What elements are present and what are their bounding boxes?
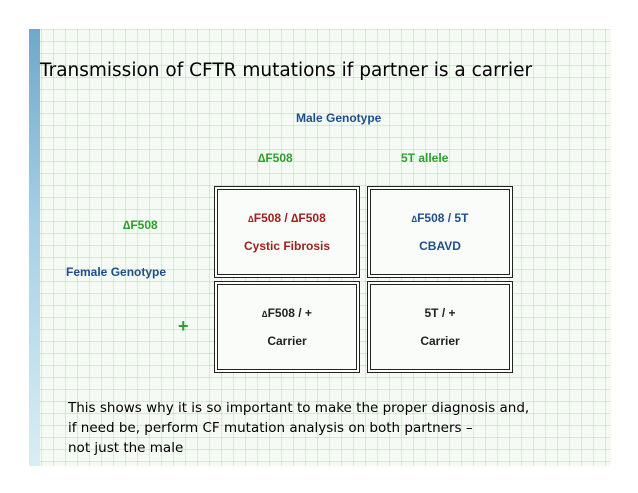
footer-note: This shows why it is so important to mak… xyxy=(68,398,608,458)
cell-genotype-text: F508 / 5T xyxy=(417,211,469,225)
female-genotype-label: Female Genotype xyxy=(66,265,167,279)
slide-title: Transmission of CFTR mutations if partne… xyxy=(40,60,533,81)
delta-symbol: ∆ xyxy=(248,214,254,224)
punnett-cell-5t-plus: 5T / + Carrier xyxy=(367,281,513,373)
footer-line: This shows why it is so important to mak… xyxy=(68,400,530,416)
delta-symbol: ∆ xyxy=(123,218,131,232)
cell-genotype: ∆F508 / 5T xyxy=(368,211,512,225)
column-header-label: F508 xyxy=(265,151,293,165)
cell-phenotype: CBAVD xyxy=(419,239,461,253)
cell-genotype: ∆F508 / ∆F508 xyxy=(215,211,359,225)
male-genotype-label: Male Genotype xyxy=(296,111,382,125)
delta-symbol: ∆ xyxy=(262,309,268,319)
cell-genotype-text: F508 / ∆F508 xyxy=(253,211,326,225)
punnett-cell-f508-5t: ∆F508 / 5T CBAVD xyxy=(367,186,513,278)
cell-genotype-text: F508 / + xyxy=(267,306,312,320)
cell-genotype: 5T / + xyxy=(424,306,456,320)
slide-accent-strip xyxy=(29,29,40,466)
row-header-f508: ∆F508 xyxy=(123,218,158,232)
column-header-f508: ∆F508 xyxy=(258,151,293,165)
cell-phenotype: Cystic Fibrosis xyxy=(243,239,331,253)
footer-line: if need be, perform CF mutation analysis… xyxy=(68,420,473,436)
cell-genotype: ∆F508 / + xyxy=(215,306,359,320)
punnett-cell-f508-f508: ∆F508 / ∆F508 Cystic Fibrosis xyxy=(214,186,360,278)
delta-symbol: ∆ xyxy=(411,214,418,224)
row-header-plus: + xyxy=(178,316,189,336)
delta-symbol: ∆ xyxy=(258,151,266,165)
footer-line: not just the male xyxy=(68,440,184,456)
punnett-cell-f508-plus: ∆F508 / + Carrier xyxy=(214,281,360,373)
column-header-5t: 5T allele xyxy=(401,151,449,165)
cell-phenotype: Carrier xyxy=(267,334,307,348)
cell-phenotype: Carrier xyxy=(420,334,460,348)
row-header-label: F508 xyxy=(130,218,158,232)
